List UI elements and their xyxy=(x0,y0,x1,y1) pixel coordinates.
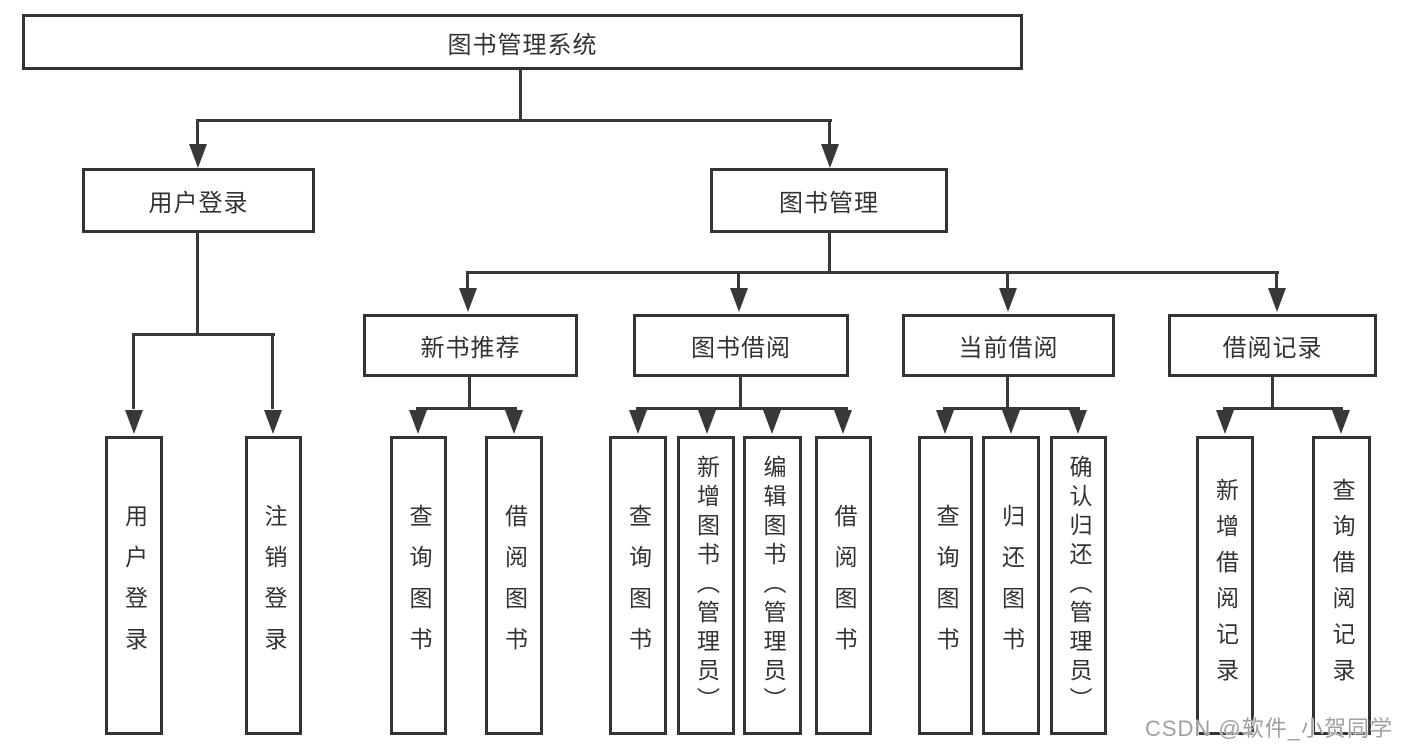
arrow-down-icon xyxy=(821,144,839,168)
arrow-down-icon xyxy=(1069,410,1087,434)
connector-line xyxy=(196,119,199,147)
connector-line xyxy=(468,375,471,410)
leaf-cur-query-books-label: 查询图书 xyxy=(933,503,959,668)
leaf-bor-edit-books: 编辑图书（管理员） xyxy=(743,436,802,735)
connector-line xyxy=(737,271,740,291)
connector-line xyxy=(271,333,274,409)
leaf-his-query-record: 查询借阅记录 xyxy=(1312,436,1371,735)
connector-line xyxy=(1006,375,1009,410)
arrow-down-icon xyxy=(730,288,748,312)
leaf-his-add-record-label: 新增借阅记录 xyxy=(1212,477,1239,694)
leaf-bor-edit-books-label: 编辑图书（管理员） xyxy=(760,455,786,716)
node-user-login: 用户登录 xyxy=(82,168,315,233)
arrow-down-icon xyxy=(125,410,143,434)
arrow-down-icon xyxy=(459,288,477,312)
node-root: 图书管理系统 xyxy=(22,14,1023,70)
csdn-watermark: CSDN @软件_小贺同学 xyxy=(1144,716,1393,741)
leaf-bor-query-books: 查询图书 xyxy=(609,436,667,735)
leaf-cur-return-books-label: 归还图书 xyxy=(998,503,1025,668)
node-current-borrow-label: 当前借阅 xyxy=(958,335,1059,362)
node-borrow-records: 借阅记录 xyxy=(1168,314,1377,377)
node-book-mgmt: 图书管理 xyxy=(710,168,948,233)
node-book-borrow: 图书借阅 xyxy=(633,314,849,377)
leaf-cur-query-books: 查询图书 xyxy=(918,436,973,735)
connector-line xyxy=(1275,271,1278,291)
connector-line xyxy=(466,271,469,291)
leaf-logout: 注销登录 xyxy=(245,436,302,735)
leaf-bor-borrow-books: 借阅图书 xyxy=(815,436,872,735)
connector-line xyxy=(519,68,522,121)
arrow-down-icon xyxy=(834,410,852,434)
connector-line xyxy=(196,231,199,335)
connector-line xyxy=(1271,375,1274,410)
connector-line xyxy=(943,407,1080,410)
node-user-login-label: 用户登录 xyxy=(148,190,249,217)
node-new-book-recommend: 新书推荐 xyxy=(363,314,578,377)
connector-line xyxy=(196,119,832,122)
arrow-down-icon xyxy=(936,410,954,434)
leaf-his-add-record: 新增借阅记录 xyxy=(1196,436,1254,735)
leaf-rec-query-books: 查询图书 xyxy=(390,436,447,735)
leaf-cur-return-books: 归还图书 xyxy=(982,436,1040,735)
connector-line xyxy=(1223,407,1343,410)
leaf-user-login-label: 用户登录 xyxy=(121,503,148,668)
leaf-cur-confirm-return: 确认归还（管理员） xyxy=(1050,436,1107,735)
leaf-bor-query-books-label: 查询图书 xyxy=(625,503,652,668)
arrow-down-icon xyxy=(698,410,716,434)
arrow-down-icon xyxy=(1002,410,1020,434)
leaf-his-query-record-label: 查询借阅记录 xyxy=(1329,477,1355,694)
connector-line xyxy=(132,333,135,409)
node-root-label: 图书管理系统 xyxy=(447,31,598,59)
arrow-down-icon xyxy=(1268,288,1286,312)
leaf-logout-label: 注销登录 xyxy=(261,503,287,668)
arrow-down-icon xyxy=(763,410,781,434)
leaf-bor-borrow-books-label: 借阅图书 xyxy=(831,503,857,668)
arrow-down-icon xyxy=(1332,410,1350,434)
leaf-rec-borrow-books: 借阅图书 xyxy=(485,436,543,735)
leaf-bor-add-books-label: 新增图书（管理员） xyxy=(693,455,720,716)
connector-line xyxy=(1006,271,1009,291)
leaf-user-login: 用户登录 xyxy=(105,436,163,735)
arrow-down-icon xyxy=(999,288,1017,312)
connector-line xyxy=(828,231,831,274)
leaf-rec-query-books-label: 查询图书 xyxy=(406,503,432,668)
arrow-down-icon xyxy=(189,144,207,168)
arrow-down-icon xyxy=(264,410,282,434)
node-new-book-recommend-label: 新书推荐 xyxy=(420,335,521,362)
connector-line xyxy=(466,271,1279,274)
node-book-borrow-label: 图书借阅 xyxy=(691,335,791,362)
connector-line xyxy=(416,407,517,410)
leaf-bor-add-books: 新增图书（管理员） xyxy=(677,436,735,735)
arrow-down-icon xyxy=(629,410,647,434)
node-borrow-records-label: 借阅记录 xyxy=(1222,335,1323,362)
node-current-borrow: 当前借阅 xyxy=(902,314,1115,377)
node-book-mgmt-label: 图书管理 xyxy=(779,190,879,217)
leaf-cur-confirm-return-label: 确认归还（管理员） xyxy=(1066,455,1092,716)
connector-line xyxy=(739,375,742,410)
arrow-down-icon xyxy=(505,410,523,434)
connector-line xyxy=(828,119,831,147)
arrow-down-icon xyxy=(409,410,427,434)
connector-line xyxy=(132,333,275,336)
connector-line xyxy=(636,407,848,410)
arrow-down-icon xyxy=(1216,410,1234,434)
leaf-rec-borrow-books-label: 借阅图书 xyxy=(501,503,528,668)
